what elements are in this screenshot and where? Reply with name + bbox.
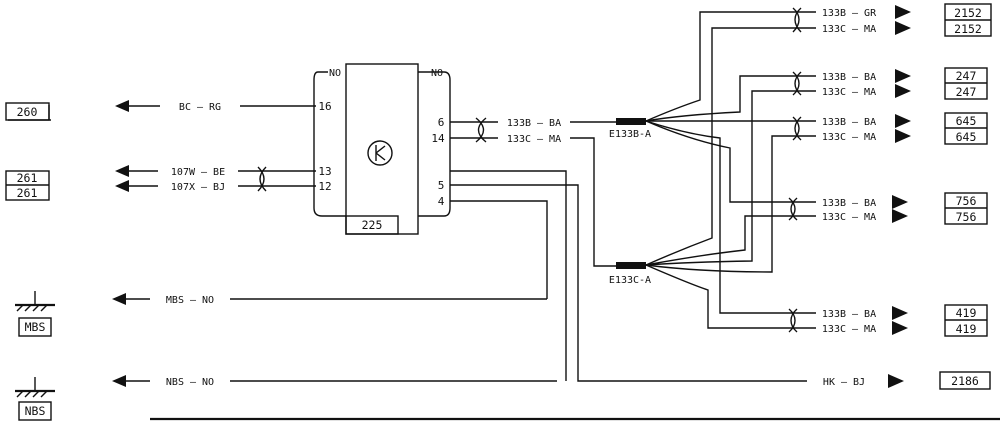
arrow-right-icon <box>888 374 904 388</box>
pin-16: 16 <box>318 100 331 113</box>
ref-box-419: 419 419 <box>944 304 988 337</box>
arrow-left-icon <box>115 180 129 192</box>
arrow-left-icon <box>115 165 129 177</box>
wire-label-bc-rg: BC — RG <box>179 102 221 113</box>
ref-box-261: 261 261 <box>5 170 50 201</box>
twisted-pair-icon <box>792 116 802 141</box>
wire-label-r4b: 133C — MA <box>822 212 876 223</box>
wire-107x: 107X — BJ <box>115 179 316 193</box>
wire-label-r4a: 133B — BA <box>822 198 876 209</box>
ref-645b: 645 <box>956 130 977 144</box>
twisted-pair-icon <box>792 7 802 33</box>
ref-261b-label: 261 <box>17 186 38 200</box>
ref-645a: 645 <box>956 114 977 128</box>
pin-13: 13 <box>318 165 331 178</box>
arrow-right-icon <box>895 69 911 83</box>
arrow-right-icon <box>892 209 908 223</box>
twisted-pair-icon <box>788 197 798 221</box>
wire-mbs: MBS — NO <box>112 292 547 306</box>
ref-756a: 756 <box>956 194 977 208</box>
ref-box-260: 260 <box>5 102 51 121</box>
pin-14: 14 <box>431 132 445 145</box>
arrow-right-icon <box>895 114 911 128</box>
wire-107w: 107W — BE <box>115 164 316 178</box>
arrow-left-icon <box>115 100 129 112</box>
pin-12: 12 <box>318 180 331 193</box>
ground-nbs: NBS <box>15 377 55 421</box>
wire-label-133b-ba: 133B — BA <box>507 118 561 129</box>
transistor-icon <box>367 140 393 166</box>
ref-box-247: 247 247 <box>944 67 988 100</box>
wire-label-r3b: 133C — MA <box>822 132 876 143</box>
twisted-pair-icon <box>792 71 802 96</box>
wire-label-r6: HK — BJ <box>823 377 865 388</box>
splice-e133c: E133C-A <box>609 262 651 286</box>
wire-bc-rg: BC — RG <box>115 99 316 113</box>
splice-label-e133c: E133C-A <box>609 275 651 286</box>
wire-label-r5a: 133B — BA <box>822 309 876 320</box>
tag-left: NO <box>329 68 341 79</box>
twisted-pair-icon <box>475 117 487 143</box>
wire-label-nbs: NBS — NO <box>166 377 214 388</box>
splice-e133b: E133B-A <box>609 118 651 140</box>
wire-label-133c-ma: 133C — MA <box>507 134 561 145</box>
ref-261a-label: 261 <box>17 171 38 185</box>
ref-419b: 419 <box>956 322 977 336</box>
splice-label-e133b: E133B-A <box>609 129 651 140</box>
ref-box-2186: 2186 <box>939 371 991 390</box>
nbs-label: NBS <box>25 404 46 418</box>
component-id: 225 <box>362 218 383 232</box>
arrow-right-icon <box>895 84 911 98</box>
arrow-left-icon <box>112 375 126 387</box>
ref-756b: 756 <box>956 210 977 224</box>
ref-2152a: 2152 <box>954 6 982 20</box>
wire-label-mbs: MBS — NO <box>166 295 214 306</box>
ref-247b: 247 <box>956 85 977 99</box>
wire-label-r5b: 133C — MA <box>822 324 876 335</box>
mbs-label: MBS <box>25 320 46 334</box>
arrow-right-icon <box>895 129 911 143</box>
arrow-right-icon <box>892 306 908 320</box>
pin-4: 4 <box>438 195 445 208</box>
wire-label-r3a: 133B — BA <box>822 117 876 128</box>
ref-box-645: 645 645 <box>944 112 988 145</box>
ref-247a: 247 <box>956 69 977 83</box>
arrow-right-icon <box>892 321 908 335</box>
tag-right: NO <box>431 68 443 79</box>
wire-label-r2a: 133B — BA <box>822 72 876 83</box>
twisted-pair-icon <box>257 166 267 192</box>
ground-mbs: MBS <box>15 291 55 337</box>
ref-2152b: 2152 <box>954 22 982 36</box>
arrow-right-icon <box>892 195 908 209</box>
wire-label-107w: 107W — BE <box>171 167 225 178</box>
arrow-left-icon <box>112 293 126 305</box>
wire-label-r1a: 133B — GR <box>822 8 877 19</box>
wire-nbs: NBS — NO <box>112 374 557 388</box>
arrow-right-icon <box>895 21 911 35</box>
arrow-right-icon <box>895 5 911 19</box>
ref-box-2152: 2152 2152 <box>944 3 992 37</box>
wire-label-r2b: 133C — MA <box>822 87 876 98</box>
ref-260-label: 260 <box>17 105 38 119</box>
twisted-pair-icon <box>788 308 798 333</box>
wire-label-r1b: 133C — MA <box>822 24 876 35</box>
ref-419a: 419 <box>956 306 977 320</box>
pin-5: 5 <box>438 179 445 192</box>
wire-label-107x: 107X — BJ <box>171 182 225 193</box>
component-225: 225 NO NO 16 13 12 6 14 5 4 <box>313 63 451 235</box>
ref-box-756: 756 756 <box>944 192 988 225</box>
ref-2186: 2186 <box>951 374 979 388</box>
pin-6: 6 <box>438 116 445 129</box>
